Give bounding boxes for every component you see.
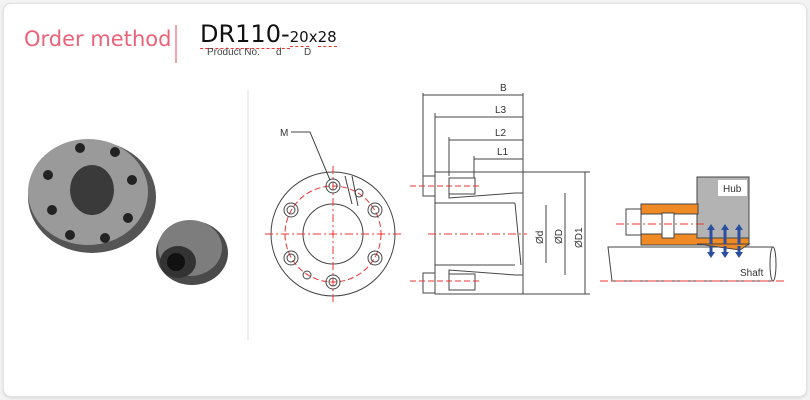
D-value: 28 [317, 28, 337, 47]
label-oD1: ØD1 [574, 227, 585, 248]
label-L2: L2 [495, 128, 507, 139]
product-code: DR110- [200, 20, 290, 49]
front-view [265, 131, 401, 302]
D-label: D [304, 47, 312, 58]
side-view [410, 93, 590, 295]
label-oD: ØD [554, 229, 565, 244]
product-photo [28, 139, 228, 285]
section-view [600, 176, 785, 282]
order-code: DR110-20x28 [200, 20, 337, 49]
separator: x [308, 28, 318, 46]
label-M: M [280, 128, 288, 139]
label-B: B [500, 83, 507, 94]
label-L3: L3 [495, 105, 507, 116]
label-hub: Hub [723, 184, 742, 195]
d-label: d [276, 47, 282, 58]
title-divider [175, 25, 177, 63]
label-shaft: Shaft [740, 268, 764, 279]
label-od: Ød [535, 231, 546, 244]
section-title: Order method [24, 27, 172, 51]
product-no-label: Product No. [207, 47, 260, 58]
d-value: 20 [289, 28, 309, 47]
pressure-arrows [707, 224, 743, 258]
label-L1: L1 [497, 147, 509, 158]
